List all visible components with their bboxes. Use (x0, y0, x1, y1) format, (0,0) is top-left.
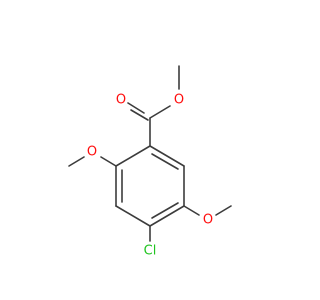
ring-double-bond-c3-c4 (151, 202, 179, 219)
bond-carbonyl-carbon-o2 (149, 105, 171, 119)
ring-bond-c3-c4 (149, 205, 185, 227)
ring-bond-c4-c5 (115, 205, 151, 227)
atom-label-right-methoxy-oxygen: O (203, 213, 213, 228)
ring-bond-c6-c1 (115, 145, 151, 167)
atom-labels: O O O O Cl (87, 93, 213, 259)
bond-c3-o4 (183, 205, 200, 216)
chemical-structure-diagram: O O O O Cl (68, 65, 232, 259)
atom-label-ester-oxygen: O (174, 93, 184, 108)
ring-bond-c1-c2 (149, 145, 185, 167)
bond-carbonyl-carbon-o1-a (130, 109, 149, 121)
bond-lines (68, 65, 232, 242)
atom-label-chlorine: Cl (144, 244, 157, 259)
ring-double-bond-c1-c2 (151, 153, 179, 170)
bond-o3-methyl (68, 156, 85, 167)
bond-carbonyl-carbon-o1-b (127, 102, 145, 114)
atom-label-carbonyl-oxygen: O (116, 93, 126, 108)
bond-o4-methyl (215, 205, 232, 216)
atom-label-left-methoxy-oxygen: O (87, 145, 97, 160)
bond-c6-o3 (100, 156, 117, 167)
